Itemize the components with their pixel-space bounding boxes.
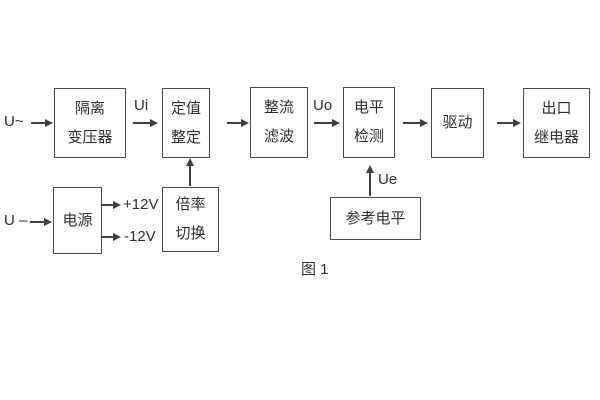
label-rail-negative: -12V <box>124 228 156 245</box>
block-label: 整流 <box>263 99 294 116</box>
block-label: 整定 <box>170 128 201 146</box>
block-label: 继电器 <box>533 128 579 146</box>
block-label: 滤波 <box>263 128 294 145</box>
arrowhead-right-icon <box>332 119 340 127</box>
arrowhead-up-icon <box>186 158 194 166</box>
block-label: 驱动 <box>442 114 473 131</box>
arrowhead-right-icon <box>113 233 121 241</box>
arrowhead-right-icon <box>420 119 428 127</box>
block-setting-adjust: 定值 整定 <box>162 88 210 158</box>
label-rail-positive: +12V <box>123 196 159 213</box>
block-output-relay: 出口 继电器 <box>523 88 590 158</box>
arrow-shaft <box>369 172 371 196</box>
arrow-shaft <box>31 122 47 124</box>
block-drive: 驱动 <box>431 88 484 158</box>
block-label: 倍率 <box>175 196 206 213</box>
label-signal-uo: Uo <box>313 97 333 114</box>
block-reference-level: 参考电平 <box>330 197 421 240</box>
arrow-shaft <box>314 122 333 124</box>
arrow-shaft <box>403 122 421 124</box>
block-rectify-filter: 整流 滤波 <box>250 87 308 158</box>
label-signal-ui: Ui <box>134 97 149 114</box>
block-level-detect: 电平 检测 <box>343 87 395 158</box>
arrow-shaft <box>497 122 514 124</box>
block-ratio-switch: 倍率 切换 <box>162 187 219 252</box>
arrow-shaft <box>227 122 242 124</box>
block-label: 出口 <box>541 99 572 117</box>
block-label: 电平 <box>353 99 384 116</box>
block-label: 电源 <box>62 211 93 229</box>
arrow-shaft <box>133 122 151 124</box>
block-power-supply: 电源 <box>53 187 102 254</box>
label-signal-ue: Ue <box>378 171 398 188</box>
block-isolation-transformer: 隔离 变压器 <box>54 88 126 158</box>
label-dc-input: U – <box>4 212 28 229</box>
block-label: 变压器 <box>67 128 113 146</box>
arrowhead-right-icon <box>45 119 53 127</box>
block-label: 检测 <box>353 128 384 145</box>
arrowhead-right-icon <box>513 119 521 127</box>
arrow-shaft <box>102 236 114 238</box>
arrowhead-right-icon <box>44 218 52 226</box>
block-label: 定值 <box>170 99 201 117</box>
arrow-shaft <box>102 204 114 206</box>
figure-caption: 图 1 <box>301 261 329 278</box>
arrowhead-right-icon <box>113 201 121 209</box>
block-label: 隔离 <box>74 99 105 117</box>
arrowhead-up-icon <box>366 165 374 173</box>
block-label: 参考电平 <box>345 209 406 227</box>
label-ac-input: U~ <box>4 113 24 130</box>
block-label: 切换 <box>175 225 206 242</box>
arrow-shaft <box>189 165 191 186</box>
arrow-shaft <box>30 221 45 223</box>
arrowhead-right-icon <box>150 119 158 127</box>
arrowhead-right-icon <box>241 119 249 127</box>
